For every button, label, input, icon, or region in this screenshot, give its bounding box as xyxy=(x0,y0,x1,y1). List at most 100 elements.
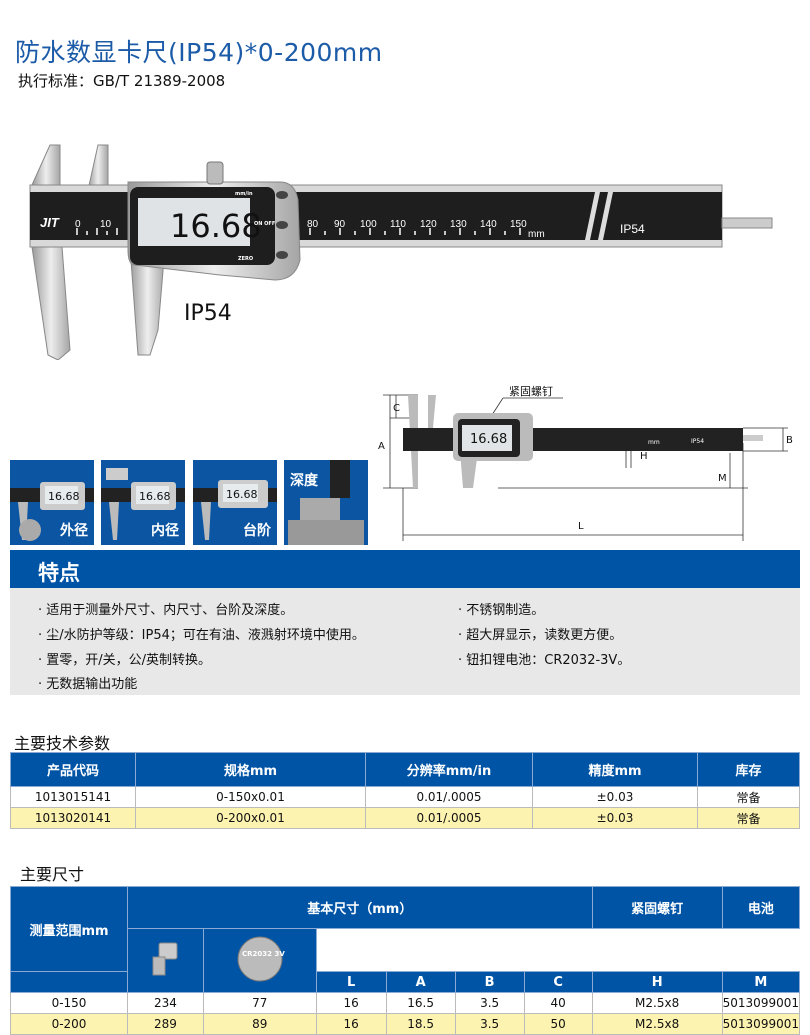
zero-button-label: ZERO xyxy=(238,256,253,262)
specs-title: 主要技术参数 xyxy=(14,734,111,753)
scale-label: 90 xyxy=(334,219,346,230)
diagram-reading: 16.68 xyxy=(470,432,507,447)
cell: M2.5x8 xyxy=(591,992,723,1014)
cell: 16.5 xyxy=(385,992,456,1014)
feature-item: · 尘/水防护等级：IP54；可在有油、液溅射环境中使用。 xyxy=(38,628,365,643)
scale-label: 150 xyxy=(510,219,527,230)
standard-text: 执行标准：GB/T 21389-2008 xyxy=(18,72,226,90)
col-header: 电池 xyxy=(721,886,801,929)
page-title: 防水数显卡尺(IP54)*0-200mm xyxy=(15,38,383,67)
cell: 89 xyxy=(202,1013,317,1035)
cell: 18.5 xyxy=(385,1013,456,1035)
thumb-outer-diameter: 16.68 外径 xyxy=(10,460,94,545)
cell: 1013020141 xyxy=(10,807,136,829)
dim-L: L xyxy=(578,521,584,532)
battery-icon: CR2032 3V xyxy=(237,936,285,981)
cell: 0.01/.0005 xyxy=(365,786,533,808)
diagram-beam-label: IP54 xyxy=(691,438,704,445)
dimensions-table: 测量范围mm 基本尺寸（mm） 紧固螺钉 电池 CR2032 3V L A B … xyxy=(10,886,801,1035)
col-header: 产品代码 xyxy=(10,752,136,787)
thumb-label: 外径 xyxy=(60,523,88,539)
caliper-thumb-icon: 16.68 xyxy=(193,480,277,540)
brand-logo: JIT xyxy=(40,215,60,230)
feature-item: · 适用于测量外尺寸、内尺寸、台阶及深度。 xyxy=(38,603,294,618)
thumb-label: 深度 xyxy=(290,473,318,489)
cell: 常备 xyxy=(697,786,800,808)
battery-text: CR2032 3V xyxy=(242,950,285,958)
scale-unit: mm xyxy=(528,229,545,240)
col-header: 分辨率mm/in xyxy=(365,752,533,787)
cell: 0-200 xyxy=(10,1013,128,1035)
power-button-label: ON OFF xyxy=(254,221,275,227)
thumb-step: 16.68 台阶 xyxy=(193,460,277,545)
cell: 5013099001 xyxy=(721,992,801,1014)
cell: 40 xyxy=(523,992,593,1014)
caliper-thumb-icon: 16.68 xyxy=(10,482,94,541)
sub-header: L xyxy=(315,971,387,993)
thumb-depth: 深度 xyxy=(284,460,368,545)
scale-label: 0 xyxy=(75,219,81,230)
scale-label: 100 xyxy=(360,219,377,230)
ip54-caption: IP54 xyxy=(184,301,232,326)
col-header: 紧固螺钉 xyxy=(591,886,723,929)
cell: 16 xyxy=(315,992,387,1014)
cell: ±0.03 xyxy=(532,786,698,808)
feature-item: · 置零，开/关，公/英制转换。 xyxy=(38,653,212,668)
col-header: 库存 xyxy=(697,752,800,787)
sub-header: M xyxy=(721,971,801,993)
features-heading: 特点 xyxy=(10,550,800,588)
cell: 77 xyxy=(202,992,317,1014)
screw-callout: 紧固螺钉 xyxy=(509,385,553,398)
cell: 50 xyxy=(523,1013,593,1035)
scale-label: 130 xyxy=(450,219,467,230)
dim-A: A xyxy=(378,441,385,452)
col-header: 规格mm xyxy=(135,752,366,787)
dim-C: C xyxy=(393,403,400,414)
thumb-reading: 16.68 xyxy=(226,488,258,501)
dim-B: B xyxy=(786,435,793,446)
lcd-reading: 16.68 xyxy=(170,207,262,245)
col-header: 基本尺寸（mm） xyxy=(127,886,593,929)
thumb-reading: 16.68 xyxy=(139,490,171,503)
cell: 0-200x0.01 xyxy=(135,807,366,829)
cell: 0.01/.0005 xyxy=(365,807,533,829)
thumb-reading: 16.68 xyxy=(48,490,80,503)
cell: 5013099001 xyxy=(721,1013,801,1035)
scale-label: 110 xyxy=(390,219,406,230)
cell: 234 xyxy=(127,992,204,1014)
col-header: 精度mm xyxy=(532,752,698,787)
col-header: 测量范围mm xyxy=(10,886,128,972)
depth-thumb-icon xyxy=(288,460,364,545)
dimensions-title: 主要尺寸 xyxy=(20,865,85,884)
caliper-thumb-icon: 16.68 xyxy=(101,468,185,540)
cell: 0-150 xyxy=(10,992,128,1014)
beam-label: IP54 xyxy=(620,222,645,236)
screw-icon xyxy=(152,942,178,975)
dim-H: H xyxy=(640,451,648,462)
caliper-product-image: JIT 0 10 80 90 100 110 120 130 140 150 m… xyxy=(29,144,773,360)
cell: 常备 xyxy=(697,807,800,829)
cell: 1013015141 xyxy=(10,786,136,808)
cell: 0-150x0.01 xyxy=(135,786,366,808)
feature-item: · 超大屏显示，读数更方便。 xyxy=(458,628,623,643)
dimension-diagram: 16.68 mm IP54 紧固螺钉 A B C H M L xyxy=(378,385,793,541)
thumb-inner-diameter: 16.68 内径 xyxy=(101,460,185,545)
cell: ±0.03 xyxy=(532,807,698,829)
battery-image: CR2032 3V xyxy=(202,928,317,993)
scale-label: 10 xyxy=(100,219,112,230)
cell: 289 xyxy=(127,1013,204,1035)
feature-item: · 钮扣锂电池：CR2032-3V。 xyxy=(458,653,631,668)
thumb-label: 内径 xyxy=(151,523,179,539)
cell: 3.5 xyxy=(454,992,525,1014)
sub-header: B xyxy=(454,971,525,993)
sub-header: A xyxy=(385,971,456,993)
feature-item: · 不锈钢制造。 xyxy=(458,603,545,618)
screw-image xyxy=(127,928,204,993)
scale-label: 120 xyxy=(420,219,437,230)
cell: M2.5x8 xyxy=(591,1013,723,1035)
sub-header: H xyxy=(591,971,723,993)
